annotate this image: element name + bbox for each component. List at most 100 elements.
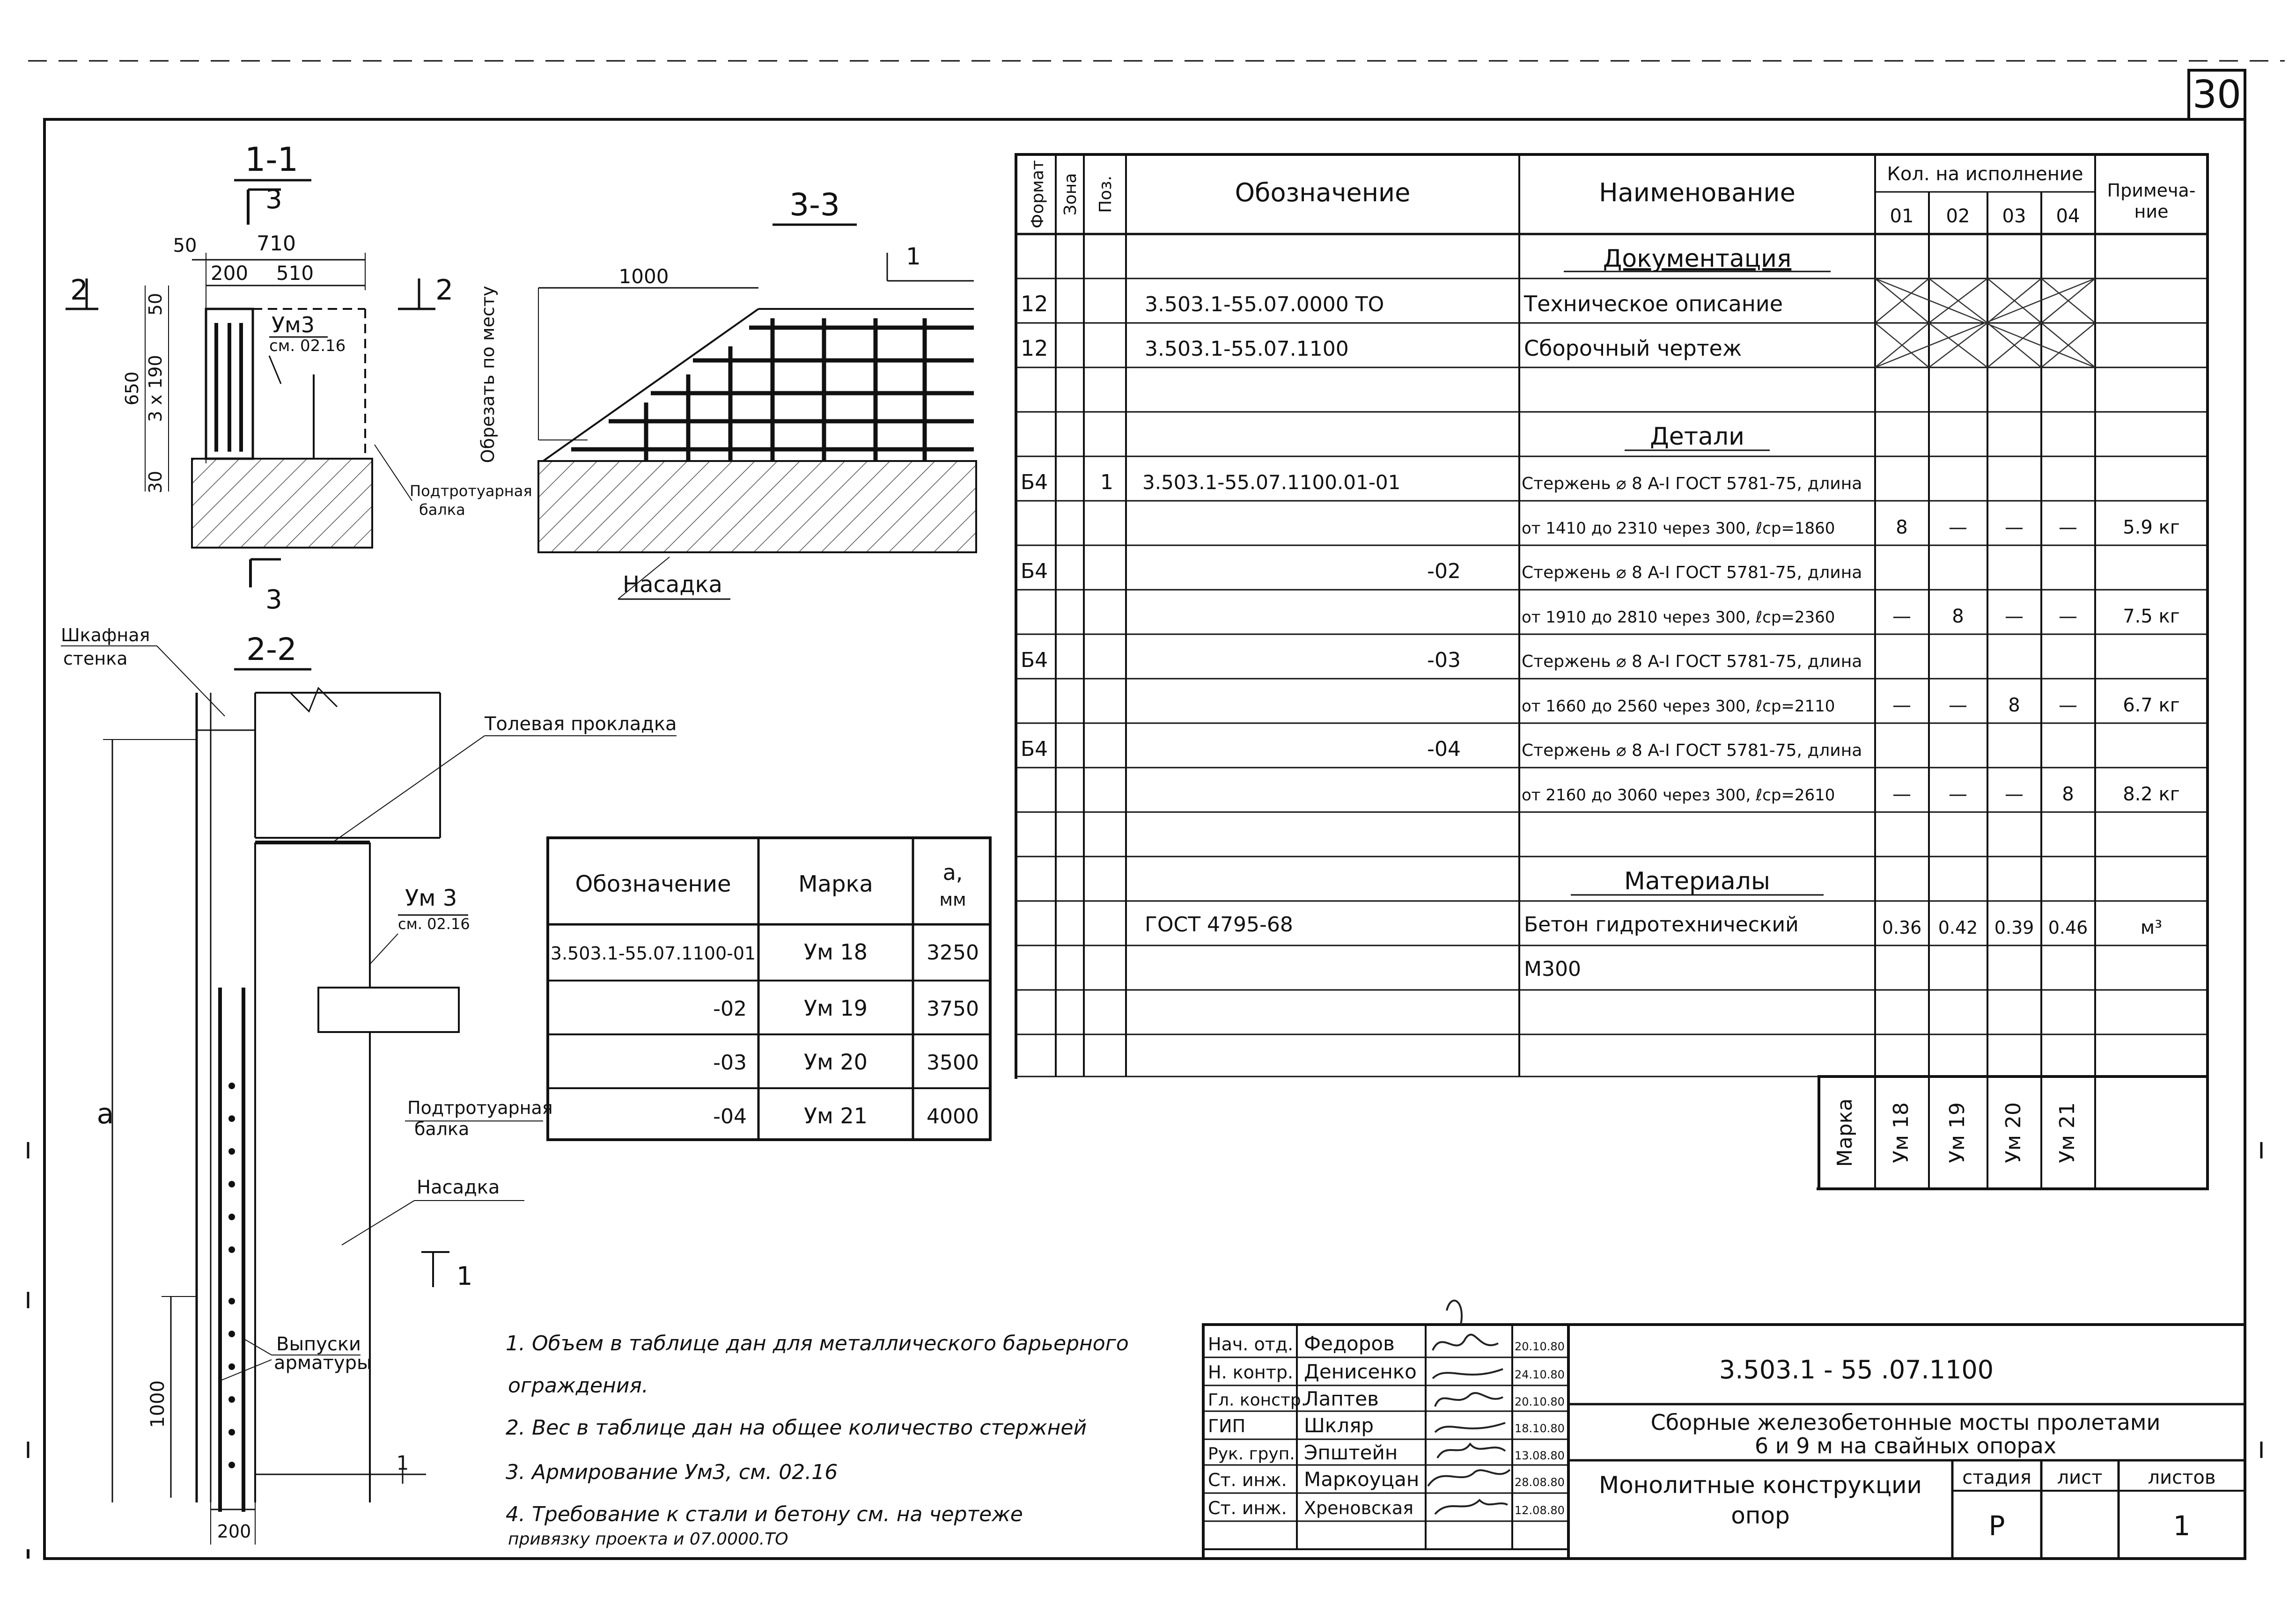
section-3-3-tag: 1 [906,243,921,270]
dim-510: 510 [276,262,314,285]
spec-row-8-q2: — [1949,695,1967,716]
sheet-number-box [2187,69,2246,121]
spec-row-3-format: Б4 [1021,470,1048,494]
spec-row-1-designation: 3.503.1-55.07.0000 ТО [1145,293,1384,316]
tb-role-7: Ст. инж. [1208,1498,1287,1518]
mark-table-mark-20: Ум 20 [804,1049,868,1075]
section-1-1-cut-ref-bottom: 3 [265,585,282,615]
mark-table-code-04: -04 [713,1105,747,1128]
cabinet-wall-label: Шкафная [61,625,150,645]
tb-sheet-name2: опор [1731,1502,1790,1529]
spec-row-4-q3: — [2005,517,2024,538]
spec-row-1-name: Техническое описание [1523,291,1783,316]
section-3-3-cap-hatch [537,460,977,553]
tb-stage-label: стадия [1962,1467,2031,1488]
spec-row-6-note: 7.5 кг [2123,606,2180,627]
spec-row-9-name: Стержень ⌀ 8 A-I ГОСТ 5781-75, длина [1522,741,1862,760]
tb-name-2: Денисенко [1304,1360,1417,1383]
section-2-2-title: 2-2 [246,631,297,667]
section-1-1-beam-label2: балка [419,501,465,519]
spec-row-11-q2: 0.42 [1938,917,1978,938]
cabinet-wall-label2: стенка [63,648,128,669]
mark-table-header-unit: мм [939,889,966,910]
tb-name-1: Федоров [1304,1332,1395,1355]
spec-variant-02: 02 [1946,205,1970,227]
section-1-1-title: 1-1 [245,140,298,179]
section-2-2: 2-2 Шкафная стенка Толевая прокладка Ум … [27,625,677,1559]
section-2-2-beam-label2: балка [414,1119,469,1139]
spec-mark-label: Марка [1833,1099,1857,1167]
spec-row-6-q4: — [2059,606,2077,627]
note-4: 4. Требование к стали и бетону см. на че… [506,1502,1023,1526]
section-3-3: 3-3 Обрезать по месту 1000 1 Насадка [478,187,977,600]
spec-mark-18: Ум 18 [1889,1102,1913,1163]
dim-1000-vertical: 1000 [147,1380,169,1428]
mark-table: Обозначение Марка a, мм 3.503.1-55.07.11… [546,836,992,1141]
section-2-2-ref-label: Ум 3 [405,885,457,911]
spec-row-11-name: Бетон гидротехнический [1524,913,1799,937]
spec-row-8-q1: — [1892,695,1911,716]
spec-row-8-name: от 1660 до 2560 через 300, ℓср=2110 [1522,697,1835,716]
section-2-2-cap-label: Насадка [417,1177,500,1198]
section-1-mark: 1 [456,1261,472,1291]
tb-role-4: ГИП [1208,1416,1245,1436]
section-1-1-beam-label: Подтротуарная [410,482,532,500]
spec-row-11-note: м³ [2141,917,2162,938]
spec-row-2-name: Сборочный чертеж [1524,336,1742,361]
edge-ticks [27,1142,2263,1458]
mark-table-header-mark: Марка [798,871,873,897]
spec-row-10-q2: — [1949,784,1967,805]
spec-header-name: Наименование [1599,178,1796,207]
dim-650: 650 [122,372,142,406]
title-block: Нач. отд. Федоров 20.10.80 Н. контр. Ден… [1182,1299,2246,1560]
tb-stage-value: Р [1989,1510,2005,1542]
tb-document-code: 3.503.1 - 55 .07.1100 [1719,1355,1994,1384]
spec-row-4-q4: — [2059,517,2077,538]
spec-row-5-designation: -02 [1427,559,1461,583]
mark-table-mark-19: Ум 19 [804,996,868,1021]
tb-name-5: Эпштейн [1304,1441,1398,1464]
note-1: 1. Объем в таблице дан для металлическог… [506,1332,1129,1355]
spec-header-qty: Кол. на исполнение [1887,163,2083,185]
tb-date-7: 12.08.80 [1515,1504,1565,1517]
sheet-number: 30 [2193,73,2241,117]
spec-row-9-format: Б4 [1021,737,1048,761]
mark-table-header-designation: Обозначение [575,871,731,897]
mark-table-header-a: a, [943,860,963,885]
spec-row-4-name: от 1410 до 2310 через 300, ℓср=1860 [1522,519,1835,538]
section-2-2-ref-sub: см. 02.16 [398,915,470,933]
spec-header-note: Примеча- [2107,180,2196,201]
mark-table-mark-21: Ум 21 [804,1103,868,1128]
spec-row-6-name: от 1910 до 2810 через 300, ℓср=2360 [1522,608,1835,627]
mark-table-mark-18: Ум 18 [804,939,868,965]
section-1-1: 1-1 3 710 50 200 510 2 2 Ум3 см. 02.16 5… [66,140,532,615]
spec-header-format: Формат [1028,160,1047,228]
dim-30: 30 [145,471,166,493]
tb-date-4: 18.10.80 [1515,1422,1565,1435]
section-2-2-tag: 1 [397,1451,409,1474]
spec-row-6-q1: — [1892,606,1911,627]
spec-row-7-name: Стержень ⌀ 8 A-I ГОСТ 5781-75, длина [1522,652,1862,671]
tb-project-title2: 6 и 9 м на свайных опорах [1755,1433,2056,1458]
spec-row-10-q4: 8 [2062,784,2074,805]
tb-role-6: Ст. инж. [1208,1470,1287,1490]
spec-variant-04: 04 [2056,205,2080,227]
spec-header-zone: Зона [1061,173,1080,216]
spec-row-7-format: Б4 [1021,648,1048,672]
mark-table-a-02: 3750 [927,997,979,1021]
spec-row-7-designation: -03 [1427,648,1461,672]
spec-row-12-name: М300 [1524,957,1581,981]
spec-row-1-format: 12 [1021,291,1048,316]
tb-role-2: Н. контр. [1208,1362,1293,1383]
mark-table-code-01: 3.503.1-55.07.1100-01 [551,943,756,964]
spec-row-4-q2: — [1949,517,1967,538]
tb-role-3: Гл. констр. [1208,1391,1306,1410]
spec-row-5-name: Стержень ⌀ 8 A-I ГОСТ 5781-75, длина [1522,563,1862,582]
note-1-cont: ограждения. [508,1374,648,1398]
dim-a-label: a [97,1098,114,1130]
mark-table-code-02: -02 [713,997,747,1021]
section-2-2-beam-label: Подтротуарная [407,1098,553,1118]
section-3-3-side-label: Обрезать по месту [478,286,498,463]
section-1-1-cap-hatch [191,458,373,549]
